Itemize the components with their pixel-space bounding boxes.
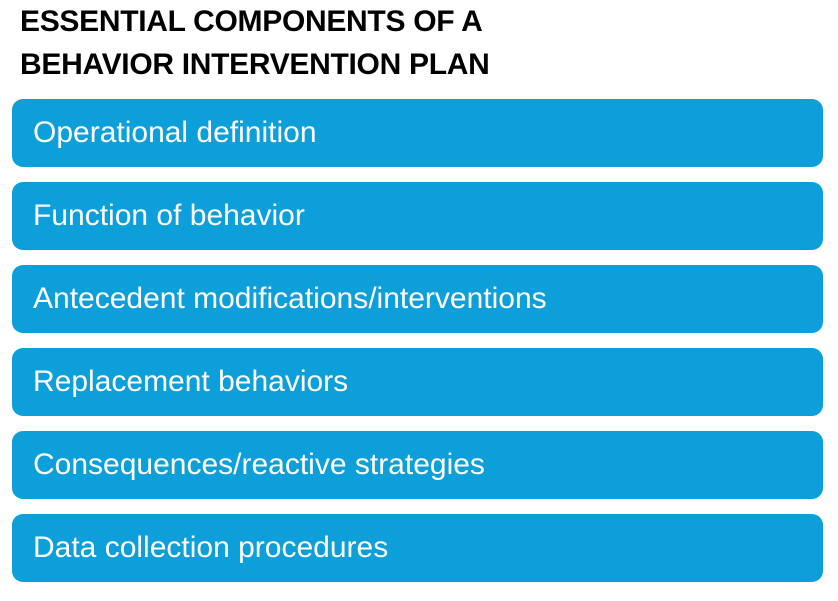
component-bar-function-of-behavior: Function of behavior — [12, 182, 823, 250]
component-bar-replacement-behaviors: Replacement behaviors — [12, 348, 823, 416]
page-title-line-2: BEHAVIOR INTERVENTION PLAN — [20, 48, 490, 81]
component-label: Antecedent modifications/interventions — [33, 282, 547, 315]
component-label: Consequences/reactive strategies — [33, 448, 485, 481]
page-title-line-1: ESSENTIAL COMPONENTS OF A — [20, 5, 483, 38]
component-bar-operational-definition: Operational definition — [12, 99, 823, 167]
page-title: ESSENTIAL COMPONENTS OF A BEHAVIOR INTER… — [20, 0, 490, 86]
component-label: Replacement behaviors — [33, 365, 349, 398]
component-bar-consequences-reactive-strategies: Consequences/reactive strategies — [12, 431, 823, 499]
component-bar-data-collection-procedures: Data collection procedures — [12, 514, 823, 582]
component-label: Function of behavior — [33, 199, 305, 232]
component-list: Operational definition Function of behav… — [12, 99, 823, 582]
component-label: Data collection procedures — [33, 531, 389, 564]
component-label: Operational definition — [33, 116, 317, 149]
component-bar-antecedent-modifications: Antecedent modifications/interventions — [12, 265, 823, 333]
